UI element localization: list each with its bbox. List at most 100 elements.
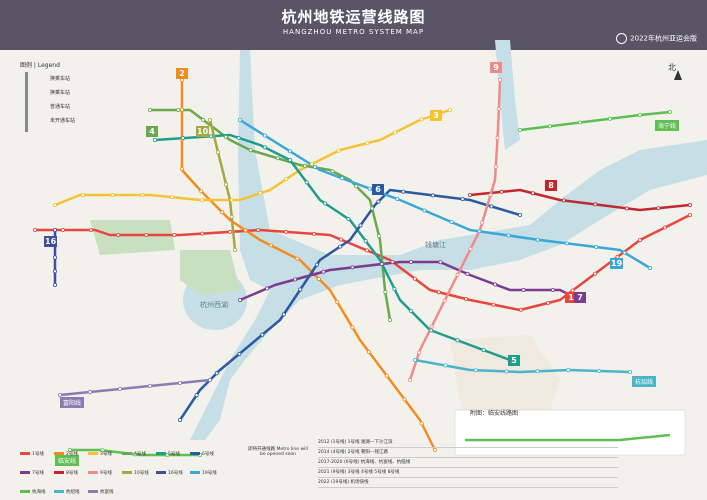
station-dot	[262, 133, 267, 138]
line-swatch	[20, 452, 30, 455]
station-dot	[152, 137, 157, 142]
station-dot	[321, 269, 326, 274]
station-dot	[564, 241, 569, 246]
station-dot	[132, 452, 137, 457]
station-dot	[323, 201, 328, 206]
station-dot	[383, 290, 388, 295]
station-dot	[637, 238, 642, 243]
station-dot	[358, 223, 363, 228]
station-dot	[594, 244, 599, 249]
station-dot	[449, 220, 454, 225]
legend-item: 换乘车站	[50, 76, 71, 82]
station-dot	[199, 197, 204, 202]
fuyang-line-tag: 富阳线	[60, 397, 85, 408]
timeline-row: 2012 (1号线) 1号线 湘湖—下沙江滨	[318, 438, 618, 448]
station-dot	[473, 368, 478, 373]
station-dot	[407, 377, 412, 382]
station-dot	[480, 220, 485, 225]
station-dot	[312, 231, 317, 236]
station-dot	[593, 271, 598, 276]
station-dot	[401, 189, 406, 194]
station-dot	[287, 149, 292, 154]
station-dot	[33, 227, 38, 232]
line-badge-7: 7	[574, 292, 586, 303]
line-swatch	[88, 471, 98, 474]
line-legend-item: 8号线	[54, 470, 86, 476]
station-dot	[281, 312, 286, 317]
line-swatch	[20, 490, 30, 493]
legend-item: 未开通车站	[50, 118, 76, 124]
station-dot	[468, 246, 473, 251]
station-dot	[53, 202, 58, 207]
station-dot	[496, 106, 501, 111]
station-dot	[237, 118, 242, 123]
station-dot	[392, 130, 397, 135]
station-dot	[608, 116, 613, 121]
line-legend-label: 16号线	[168, 471, 183, 476]
station-dot	[535, 237, 540, 242]
station-dot	[237, 297, 242, 302]
station-dot	[335, 299, 340, 304]
station-dot	[504, 369, 509, 374]
line-19	[238, 118, 652, 270]
station-dot	[207, 377, 212, 382]
station-dot	[366, 349, 371, 354]
line-legend-label: 6号线	[202, 452, 214, 457]
station-dot	[53, 269, 58, 274]
station-dot	[293, 277, 298, 282]
station-dot	[179, 107, 184, 112]
station-dot	[491, 302, 496, 307]
station-dot	[455, 272, 460, 277]
hangshao-line-tag: 杭绍线	[632, 376, 657, 387]
station-dot	[493, 164, 498, 169]
station-dot	[140, 192, 145, 197]
line-hangshao	[413, 358, 632, 374]
station-dot	[656, 206, 661, 211]
line-legend-item: 杭绍线	[54, 489, 86, 495]
line-legend-item: 7号线	[20, 470, 52, 476]
station-dot	[53, 282, 58, 287]
station-dot	[395, 196, 400, 201]
station-dot	[530, 191, 535, 196]
station-dot	[443, 363, 448, 368]
station-dot	[80, 192, 85, 197]
line-legend-label: 10号线	[134, 471, 149, 476]
xixi-wetland	[90, 220, 175, 255]
station-dot	[314, 262, 319, 267]
line-legend-item: 杭富线	[88, 489, 120, 495]
station-dot	[429, 328, 434, 333]
station-dot	[232, 247, 237, 252]
station-dot	[412, 357, 417, 362]
station-dot	[379, 262, 384, 267]
station-dot	[518, 212, 523, 217]
line-legend-label: 杭富线	[100, 490, 114, 495]
line-badge-19: 19	[610, 258, 624, 269]
station-dot	[258, 191, 263, 196]
compass-label: 北	[668, 63, 676, 72]
station-dot	[688, 202, 693, 207]
line-hanghai	[518, 110, 672, 132]
station-dot	[402, 397, 407, 402]
station-markers	[33, 78, 693, 457]
station-dot	[419, 117, 424, 122]
station-dot	[287, 157, 292, 162]
station-dot	[467, 192, 472, 197]
station-dot	[387, 317, 392, 322]
station-dot	[518, 127, 523, 132]
station-dot	[165, 452, 170, 457]
station-dot	[662, 225, 667, 230]
line-swatch	[122, 471, 132, 474]
line-10	[208, 118, 237, 252]
station-dot	[298, 287, 303, 292]
station-dot	[519, 307, 524, 312]
line-badge-9: 9	[490, 62, 502, 73]
station-dot	[417, 350, 422, 355]
station-dot	[224, 182, 229, 187]
station-dot	[200, 231, 205, 236]
line-badge-16: 16	[44, 236, 58, 247]
station-dot	[481, 348, 486, 353]
line-swatch	[88, 452, 98, 455]
station-dot	[430, 193, 435, 198]
